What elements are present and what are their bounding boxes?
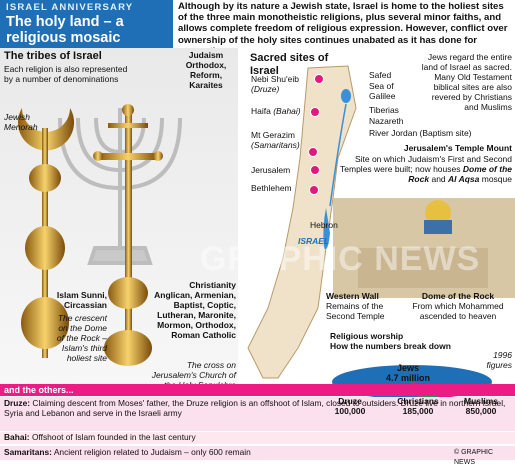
map-pin bbox=[310, 165, 320, 175]
menorah-label: Jewish Menorah bbox=[4, 112, 38, 132]
watermark: GRAPHIC NEWS bbox=[200, 240, 481, 278]
site-sea-of-galilee: Sea of Galilee bbox=[369, 81, 396, 101]
site-nebi-shueib: Nebi Shu'eib(Druze) bbox=[251, 74, 299, 94]
others-bar: and the others... bbox=[0, 384, 515, 396]
site-river-jordan: River Jordan (Baptism site) bbox=[369, 128, 472, 138]
tribes-heading: The tribes of Israel bbox=[4, 50, 102, 62]
kicker-text: ISRAEL ANNIVERSARY bbox=[6, 2, 134, 13]
sacred-sites-heading: Sacred sites of Israel bbox=[250, 52, 329, 77]
menorah-icon bbox=[58, 108, 182, 265]
map-pin bbox=[310, 107, 320, 117]
map-panel: Sacred sites of Israel ISRAEL Nebi Shu'e… bbox=[238, 48, 515, 400]
site-tiberias: Tiberias bbox=[369, 105, 399, 115]
bahai-row: Bahai: Offshoot of Islam founded in the … bbox=[0, 432, 515, 444]
dome-rock-text: From which Mohammed ascended to heaven bbox=[412, 301, 504, 321]
temple-mount-heading: Jerusalem's Temple Mount bbox=[403, 143, 512, 153]
title-block bbox=[0, 0, 173, 48]
site-bethlehem: Bethlehem bbox=[251, 183, 292, 193]
worship-year: 1996 figures bbox=[486, 350, 512, 370]
page-title: The holy land – a religious mosaic bbox=[6, 14, 124, 46]
western-wall-heading: Western Wall bbox=[326, 291, 379, 301]
tribes-text: Each religion is also represented by a n… bbox=[4, 64, 128, 84]
map-pin bbox=[308, 147, 318, 157]
islam-label: Islam Sunni, Circassian bbox=[56, 290, 107, 310]
country-label: ISRAEL bbox=[298, 236, 330, 246]
map-pin bbox=[309, 185, 319, 195]
crescent-icon bbox=[18, 108, 75, 358]
site-jerusalem: Jerusalem bbox=[251, 165, 291, 175]
jews-note: Jews regard the entire land of Israel as… bbox=[421, 52, 512, 112]
temple-mount-text: Site on which Judaism's First and Second… bbox=[340, 154, 512, 184]
christianity-label: Christianity Anglican, Armenian, Baptist… bbox=[154, 280, 236, 340]
credit: © GRAPHIC NEWS bbox=[454, 449, 493, 466]
site-mt-gerazim: Mt Gerazim(Samaritans) bbox=[251, 130, 300, 150]
judaism-label: Judaism Orthodox, Reform, Karaites bbox=[185, 50, 227, 90]
israel-map bbox=[238, 48, 515, 385]
samaritans-row: Samaritans: Ancient religion related to … bbox=[0, 446, 515, 460]
site-haifa: Haifa (Bahai) bbox=[251, 106, 301, 116]
site-nazareth: Nazareth bbox=[369, 116, 404, 126]
tribes-panel: The tribes of Israel Each religion is al… bbox=[0, 48, 238, 390]
site-safed: Safed bbox=[369, 70, 392, 80]
western-wall-text: Remains of the Second Temple bbox=[326, 301, 385, 321]
dome-rock-heading: Dome of the Rock bbox=[421, 291, 495, 301]
site-hebron: Hebron bbox=[310, 220, 338, 230]
religious-symbols-illustration bbox=[18, 104, 182, 366]
map-pin bbox=[314, 74, 324, 84]
druze-row: Druze: Claiming descent from Moses' fath… bbox=[0, 397, 515, 431]
cross-icon bbox=[93, 104, 163, 366]
islam-desc: The crescent on the Dome of the Rock – I… bbox=[56, 313, 107, 363]
